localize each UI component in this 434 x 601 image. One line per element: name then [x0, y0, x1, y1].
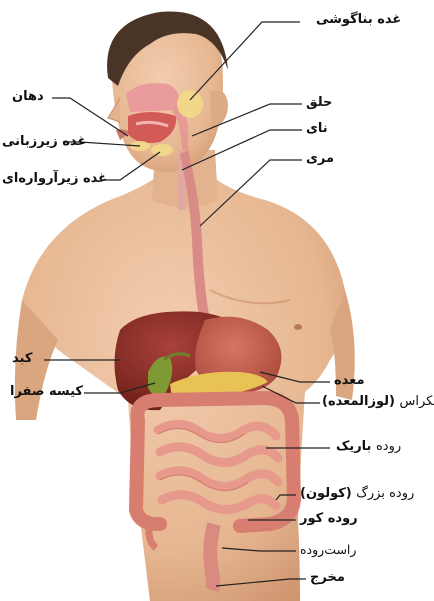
label-parotid-gland: غده بناگوشی: [316, 12, 401, 28]
label-cecum: روده کور: [300, 511, 358, 527]
label-stomach: معده: [334, 373, 365, 389]
label-small-intestine-word: روده: [376, 439, 401, 454]
label-gallbladder: کیسه صفرا: [10, 384, 83, 400]
label-large-intestine-alt: (کولون): [300, 486, 352, 501]
label-large-intestine: روده بزرگ (کولون): [300, 486, 414, 502]
label-pharynx: حلق: [306, 95, 332, 111]
label-trachea: نای: [306, 121, 328, 137]
rectum-shape: [210, 524, 214, 590]
label-anus: مخرج: [310, 570, 345, 586]
label-pancreas: پانکراس (لوزالمعده): [322, 394, 434, 410]
label-small-intestine-adj: باریک: [336, 439, 371, 454]
label-large-intestine-word: روده بزرگ: [356, 486, 414, 501]
label-pancreas-name: پانکراس: [400, 394, 434, 409]
submandibular-gland: [151, 144, 173, 156]
parotid-gland: [177, 90, 203, 118]
label-rectum: راست‌روده: [300, 542, 356, 558]
nipple: [294, 324, 302, 330]
label-small-intestine: روده باریک: [336, 439, 401, 455]
label-submandibular-gland: غده زیرآرواره‌ای: [2, 171, 107, 187]
label-pancreas-alt: (لوزالمعده): [322, 394, 395, 409]
label-liver: کبد: [12, 351, 32, 367]
label-mouth: دهان: [12, 89, 44, 105]
label-sublingual-gland: غده زیرزبانی: [2, 134, 86, 150]
label-esophagus: مری: [306, 151, 334, 167]
